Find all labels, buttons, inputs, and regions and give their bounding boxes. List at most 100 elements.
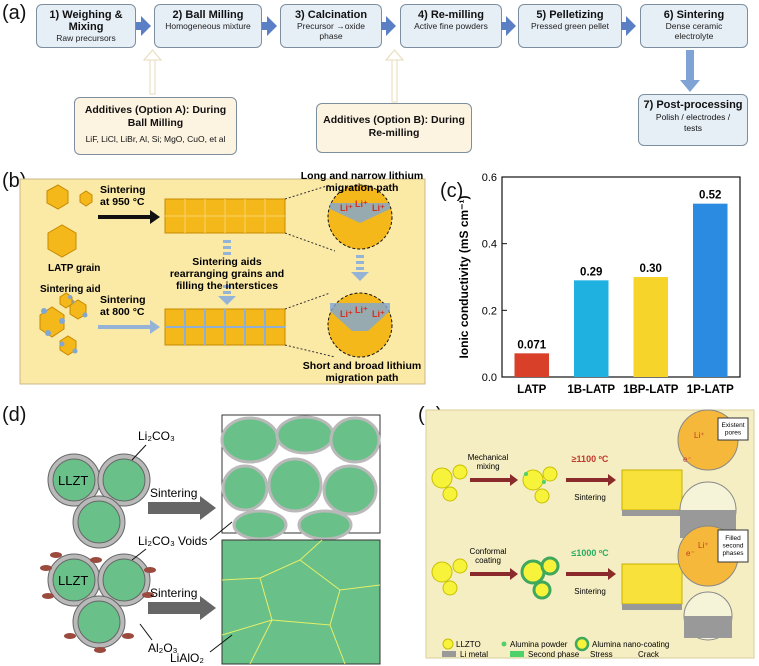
sintered-grains-voids <box>220 415 381 541</box>
bar-value-label: 0.52 <box>699 190 721 202</box>
additive-option-a-box: Additives (Option A): During Ball Millin… <box>74 97 237 155</box>
flow-step-sub: Dense ceramic electrolyte <box>665 21 723 41</box>
voids-label: Voids <box>178 534 207 548</box>
y-axis-label: Ionic conductivity (mS cm⁻¹) <box>457 195 471 358</box>
flow-step-title: 5) Pelletizing <box>536 9 604 21</box>
al2o3-label: Al₂O₃ <box>148 641 178 655</box>
post-title: 7) Post-processing <box>643 99 743 111</box>
flow-step-title: 4) Re-milling <box>417 9 484 21</box>
additive-option-b-box: Additives (Option B): During Re-milling <box>316 103 472 153</box>
legend-alumina-coating: Alumina nano-coating <box>592 640 669 649</box>
electron-e-top: e⁻ <box>683 455 692 464</box>
flow-arrows <box>136 16 700 103</box>
li-ion-4: Li⁺ <box>340 309 353 319</box>
li-ion-1: Li⁺ <box>340 203 353 213</box>
post-processing-box: 7) Post-processing Polish / electrodes /… <box>638 94 748 146</box>
panel-a-label: (a) <box>2 2 27 24</box>
lialo2-label: LiAlO₂ <box>170 651 204 665</box>
al2o3-particles <box>40 552 156 653</box>
bar-1b-latp <box>573 280 609 377</box>
li-ion-2: Li⁺ <box>355 199 368 209</box>
temp-high-label: ≥1100 ºC <box>572 454 609 464</box>
legend-alumina-powder: Alumina powder <box>510 640 568 649</box>
panel-e-legend: LLZTO Alumina powder Alumina nano-coatin… <box>442 636 669 659</box>
y-tick-label: 0.6 <box>482 172 497 184</box>
post-sub: Polish / electrodes / tests <box>655 112 731 133</box>
li2co3-label-top: Li₂CO₃ <box>138 429 175 443</box>
x-tick-label: 1BP-LATP <box>623 384 679 395</box>
flow-step-sub: Active fine powders <box>414 21 488 31</box>
latp-grain-label: LATP grain <box>48 263 100 274</box>
panel-c-label: (c) <box>440 180 464 202</box>
li-ion-5: Li⁺ <box>355 305 368 315</box>
arrow-d-top <box>148 496 216 520</box>
y-tick-label: 0.2 <box>482 305 497 317</box>
li2co3-label-bottom: Li₂CO₃ <box>138 534 175 548</box>
sintering-label-bottom: Sintering <box>150 586 197 600</box>
flow-step-sub: Pressed green pellet <box>531 21 609 31</box>
li-ion-3: Li⁺ <box>372 203 385 213</box>
flow-step-title: 2) Ball Milling <box>172 9 244 21</box>
chart-frame <box>501 176 741 378</box>
y-tick-label: 0.4 <box>482 239 497 251</box>
latp-grains <box>46 184 93 258</box>
x-tick-label: LATP <box>517 384 547 395</box>
bar-latp <box>514 353 550 377</box>
aid-particles <box>39 292 88 356</box>
additive-a-title: Additives (Option A): During Ball Millin… <box>84 104 227 129</box>
bar-1p-latp <box>692 203 728 377</box>
temp-low-label: ≤1000 ºC <box>571 548 609 558</box>
arrow-d-bottom <box>148 596 216 620</box>
llzt-label-bottom: LLZT <box>58 573 88 588</box>
panel-d-diagram: LLZT Li₂CO₃ Sintering Voids LLZT Li₂CO₃ … <box>40 414 381 665</box>
li-ion-e-top: Li⁺ <box>694 431 704 440</box>
llzt-label-top: LLZT <box>58 473 88 488</box>
legend-stress: Stress <box>590 650 613 659</box>
flow-step-sub: Homogeneous mixture <box>165 21 251 31</box>
bar-value-label: 0.071 <box>517 339 546 351</box>
dense-grains-top <box>164 198 286 234</box>
legend-crack: Crack <box>638 650 660 659</box>
bar-value-label: 0.29 <box>580 266 602 278</box>
li-ion-6: Li⁺ <box>372 309 385 319</box>
right-down-arrow <box>351 255 369 281</box>
x-tick-label: 1B-LATP <box>567 384 615 395</box>
bar-1bp-latp <box>633 277 669 377</box>
flow-step-sub: Precursor →oxide phase <box>296 21 366 41</box>
additive-a-list: LiF, LiCl, LiBr, Al, Si; MgO, CuO, et al <box>85 134 226 144</box>
arrow-950 <box>98 210 160 224</box>
additive-b-title: Additives (Option B): During Re-milling <box>323 114 465 139</box>
flow-step-title: 6) Sintering <box>663 9 725 21</box>
flow-step-sub: Raw precursors <box>56 33 116 43</box>
dense-grains-bottom <box>164 308 286 346</box>
arrow-800 <box>98 320 160 334</box>
sintering-label-e-top: Sintering <box>574 493 606 502</box>
panel-d-label: (d) <box>2 404 27 426</box>
legend-li-metal: Li metal <box>460 650 488 659</box>
legend-llzto: LLZTO <box>456 640 481 649</box>
li-ion-e-bottom: Li⁺ <box>698 541 708 550</box>
bar-value-label: 0.30 <box>640 263 662 275</box>
sintering-aid-label: Sintering aid <box>40 284 101 295</box>
middle-down-arrow <box>218 240 236 305</box>
flow-step-title: 1) Weighing & Mixing <box>49 9 123 33</box>
sintering-label-e-bottom: Sintering <box>574 587 606 596</box>
x-tick-label: 1P-LATP <box>687 384 734 395</box>
flow-step-title: 3) Calcination <box>294 9 368 21</box>
legend-second-phase: Second phase <box>528 650 580 659</box>
